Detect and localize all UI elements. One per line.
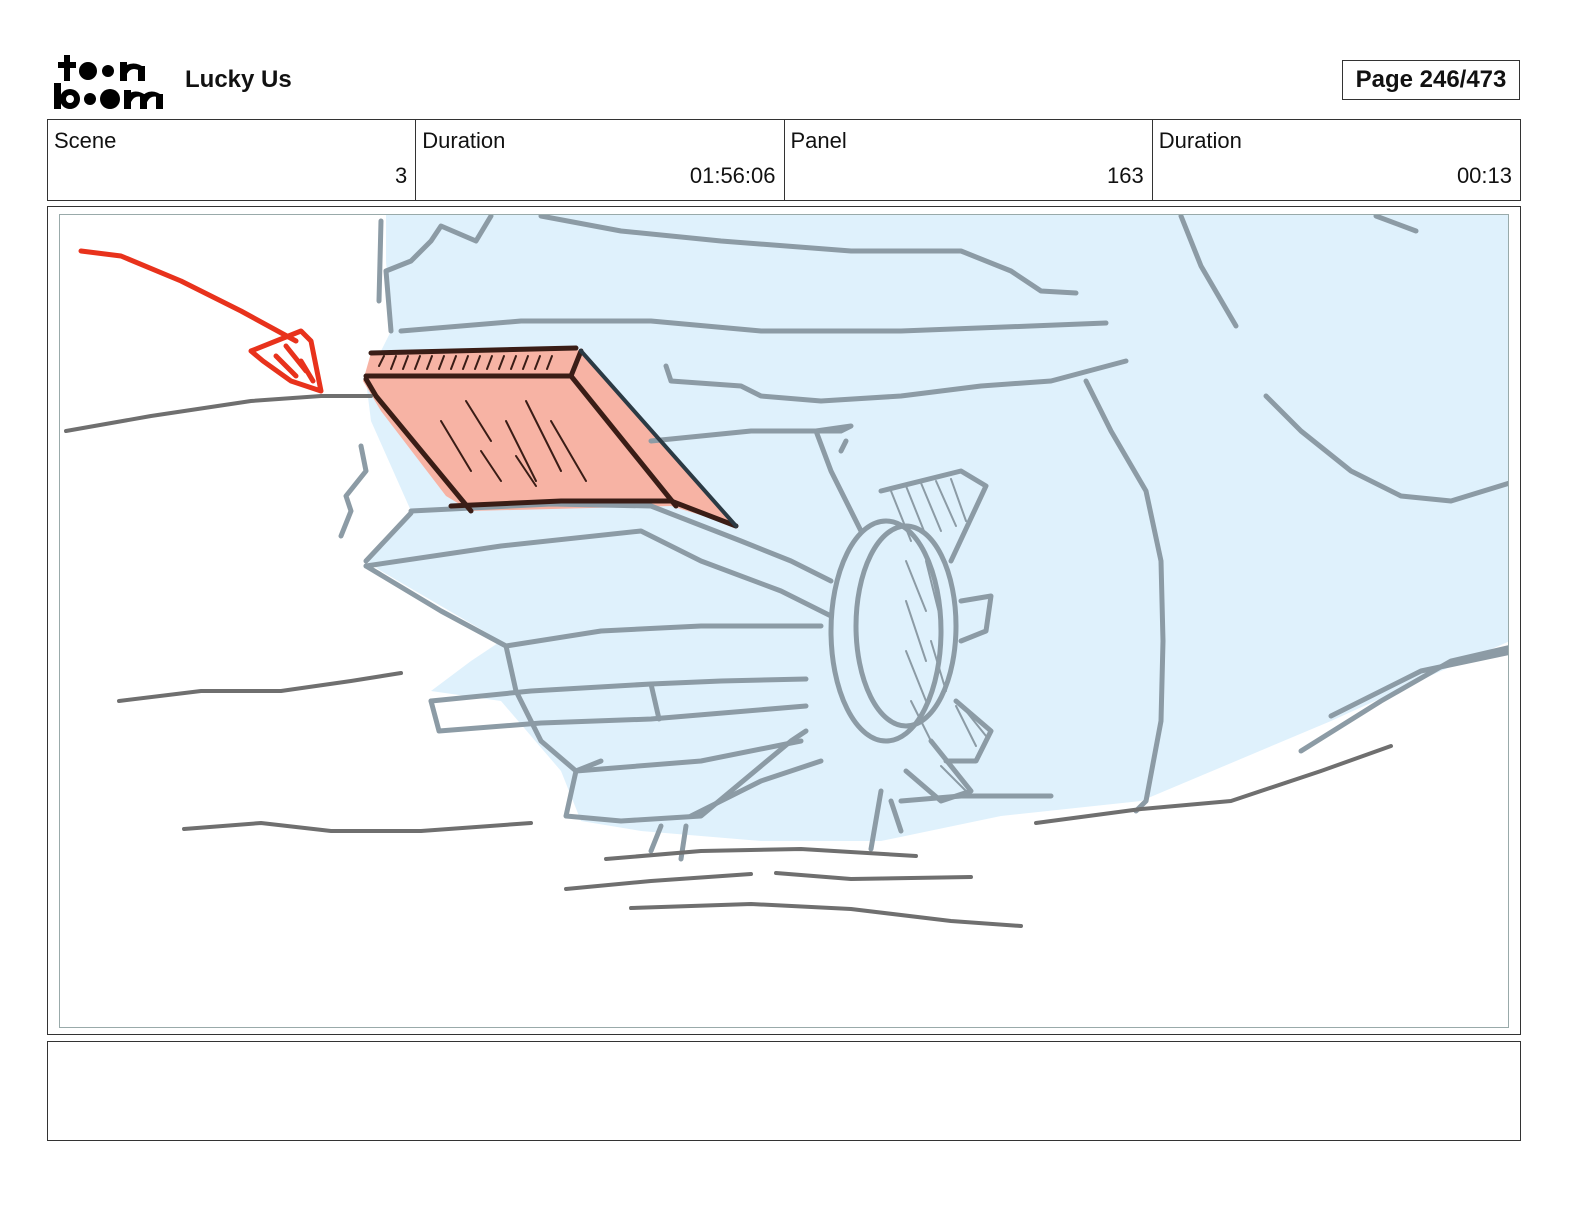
scene-duration-label: Duration — [422, 128, 506, 153]
page-number: Page 246/473 — [1342, 60, 1520, 100]
panel-duration-cell: Duration 00:13 — [1153, 120, 1520, 200]
toonboom-logo — [54, 55, 163, 109]
salmon-box-fill — [363, 348, 736, 526]
scene-duration-cell: Duration 01:56:06 — [416, 120, 785, 200]
storyboard-drawing-area — [59, 214, 1509, 1028]
panel-notes-box — [47, 1041, 1521, 1141]
panel-duration-value: 00:13 — [1456, 163, 1512, 188]
scene-duration-value: 01:56:06 — [689, 163, 776, 188]
scene-cell: Scene 3 — [48, 120, 417, 200]
panel-cell: Panel 163 — [785, 120, 1153, 200]
panel-label: Panel — [790, 128, 847, 153]
project-title: Lucky Us — [185, 66, 292, 93]
storyboard-sketch — [64, 215, 1508, 928]
scene-value: 3 — [395, 163, 408, 188]
scene-label: Scene — [54, 128, 117, 153]
storyboard-panel-frame — [47, 206, 1521, 1035]
panel-info-table: Scene 3 Duration 01:56:06 Panel 163 Dura… — [47, 119, 1521, 201]
panel-value: 163 — [1107, 163, 1144, 188]
panel-duration-label: Duration — [1158, 128, 1242, 153]
